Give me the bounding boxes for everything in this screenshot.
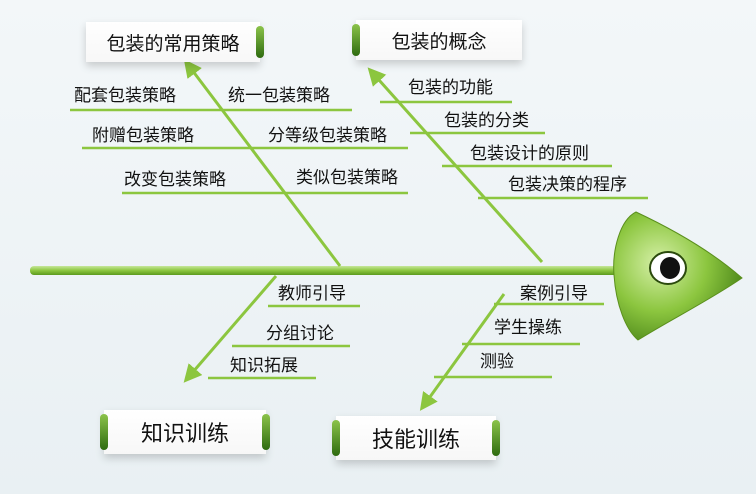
topic-label-strategies: 包装的常用策略: [106, 32, 240, 55]
strategy-label: 统一包装策略: [228, 86, 330, 106]
fishbone-spine: [30, 266, 630, 275]
concept-label: 包装的分类: [444, 111, 529, 131]
bone-skills: [419, 293, 506, 411]
fish-eye-icon: [660, 257, 680, 279]
bone-knowledge: [183, 275, 278, 383]
topic-box-strategies: 包装的常用策略: [86, 22, 264, 62]
knowledge-label: 知识拓展: [230, 356, 298, 376]
strategies-sub-bones: [70, 108, 408, 195]
concept-label: 包装设计的原则: [470, 144, 589, 164]
knowledge-label: 教师引导: [278, 284, 346, 304]
concept-sub-bones: [380, 100, 648, 200]
topic-box-knowledge: 知识训练: [100, 410, 270, 454]
knowledge-label: 分组讨论: [266, 324, 334, 344]
topic-label-skills: 技能训练: [371, 428, 460, 453]
topic-box-concept: 包装的概念: [352, 20, 522, 60]
strategy-label: 分等级包装策略: [268, 126, 387, 146]
skills-label: 案例引导: [520, 284, 588, 304]
strategy-label: 配套包装策略: [74, 86, 176, 106]
strategy-label: 类似包装策略: [296, 168, 398, 188]
concept-label: 包装的功能: [408, 78, 493, 98]
bone-strategies: [183, 59, 342, 267]
fish-head: [613, 211, 743, 341]
strategy-label: 附赠包装策略: [92, 126, 194, 146]
concept-label: 包装决策的程序: [508, 175, 627, 195]
knowledge-sub-bones: [208, 304, 360, 380]
strategy-label: 改变包装策略: [124, 170, 226, 190]
topic-box-skills: 技能训练: [332, 416, 500, 460]
topic-label-knowledge: 知识训练: [140, 422, 229, 447]
skills-label: 测验: [480, 352, 514, 372]
skills-label: 学生操练: [494, 318, 562, 338]
topic-label-concept: 包装的概念: [391, 30, 487, 53]
skills-sub-bones: [434, 302, 604, 379]
